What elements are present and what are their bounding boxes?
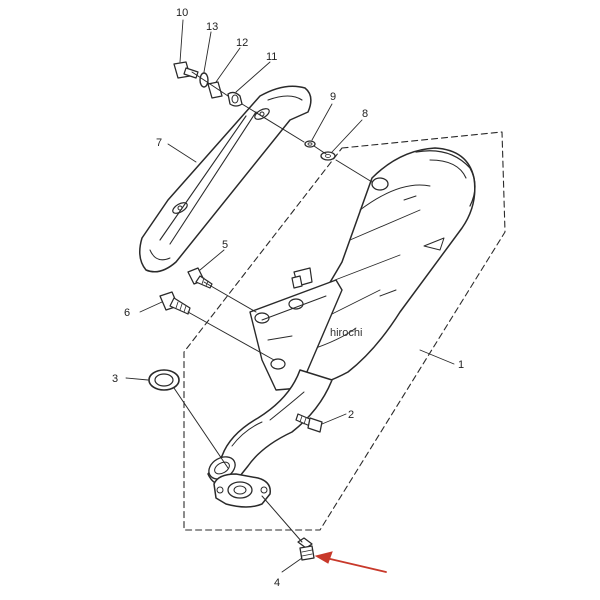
callout-13: 13 [206,21,218,33]
assembly-boundary-dashed [183,131,506,531]
bolt-part-10 [173,61,199,79]
callout-7: 7 [156,137,162,149]
bolt-part-4 [297,537,315,561]
callout-2: 2 [348,409,354,421]
callout-5: 5 [222,239,228,251]
callout-8: 8 [362,108,368,120]
exhaust-pipe [207,369,333,487]
callout-1: 1 [458,359,464,371]
washer-part-9 [304,140,316,148]
callout-3: 3 [112,373,118,385]
callout-10: 10 [176,7,188,19]
washer-part-8 [320,151,336,161]
exhaust-flange [213,473,271,508]
muffler-body [293,147,476,389]
callout-12: 12 [236,37,248,49]
bolt-part-6 [159,291,191,315]
callout-4: 4 [274,577,280,589]
callout-9: 9 [330,91,336,103]
callout-6: 6 [124,307,130,319]
collar-part-12 [207,81,223,99]
callout-11: 11 [266,51,277,63]
mounting-bracket [249,279,343,391]
bolt-part-2 [295,413,323,433]
assembly-guide-lines [173,71,373,543]
leader-lines [125,19,455,573]
red-pointer-arrow [314,551,387,573]
grommet-part-11 [227,91,243,107]
gasket-part-3 [148,369,180,391]
watermark-text: hirochi [330,327,362,339]
bracket-stud [291,275,303,289]
heat-shield [139,85,312,273]
